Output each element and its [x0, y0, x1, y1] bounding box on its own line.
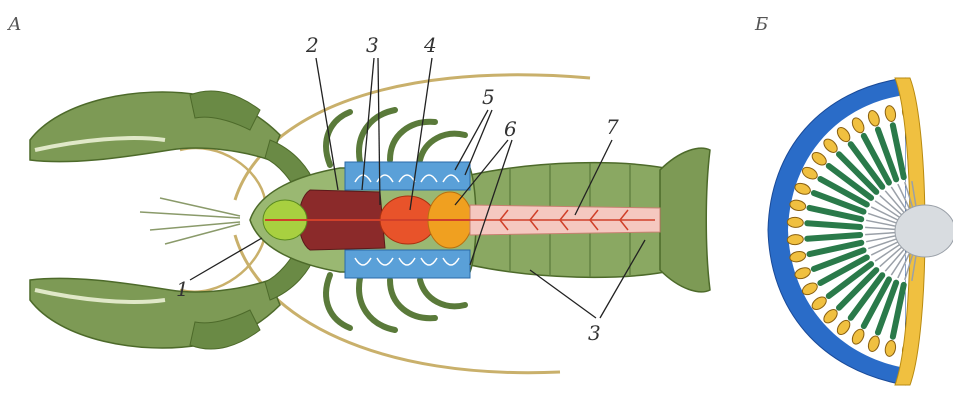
tail-fan	[660, 148, 710, 292]
label-1: 1	[176, 277, 189, 301]
claw-upper	[30, 91, 315, 195]
label-2: 2	[305, 33, 319, 57]
ommatidium-rhabdom	[807, 223, 860, 227]
label-4: 4	[423, 33, 437, 57]
label-3-bottom: 3	[588, 321, 601, 345]
panel-label-b: Б	[754, 14, 768, 35]
panel-label-a: А	[6, 14, 22, 35]
claw-lower	[30, 245, 315, 349]
label-3-top: 3	[366, 33, 379, 57]
antenna-upper-inner	[180, 148, 265, 200]
antennules	[140, 198, 240, 244]
label-7: 7	[606, 115, 619, 139]
compound-eye-section	[768, 78, 953, 385]
ommatidium-rhabdom	[807, 235, 860, 239]
label-6: 6	[504, 117, 517, 141]
optic-nerve-bundle	[895, 205, 953, 257]
label-5: 5	[482, 85, 495, 109]
gills-lower	[345, 250, 470, 278]
